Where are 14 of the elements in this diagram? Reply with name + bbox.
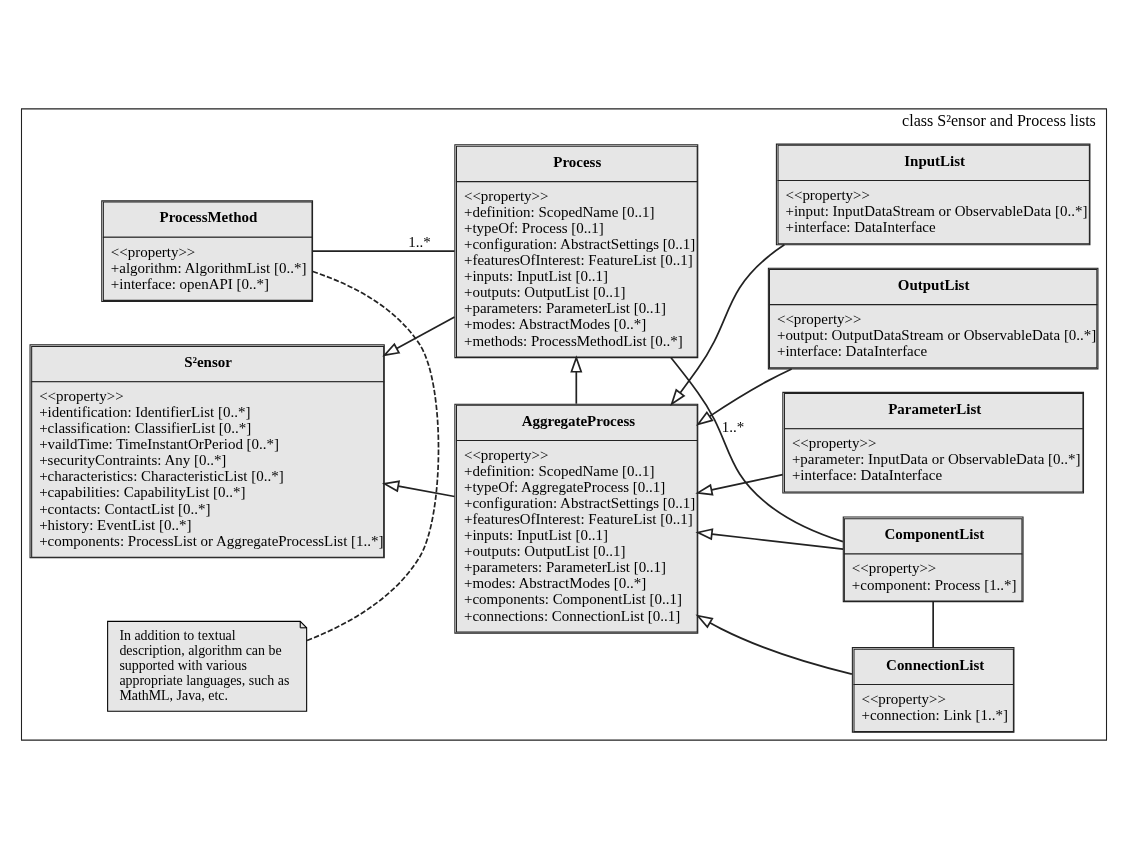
arrow [570, 355, 583, 405]
arrow [695, 528, 844, 550]
arrow [695, 614, 853, 675]
connector [311, 250, 456, 252]
arrow [382, 316, 456, 357]
arrow [695, 368, 793, 426]
connector [932, 600, 934, 649]
arrow [670, 244, 786, 407]
arrow [381, 480, 456, 498]
connector [306, 270, 440, 642]
arrow [695, 473, 784, 496]
connector [670, 356, 844, 543]
edge-label: 1..* [408, 234, 431, 251]
edge-label: 1..* [721, 419, 745, 436]
